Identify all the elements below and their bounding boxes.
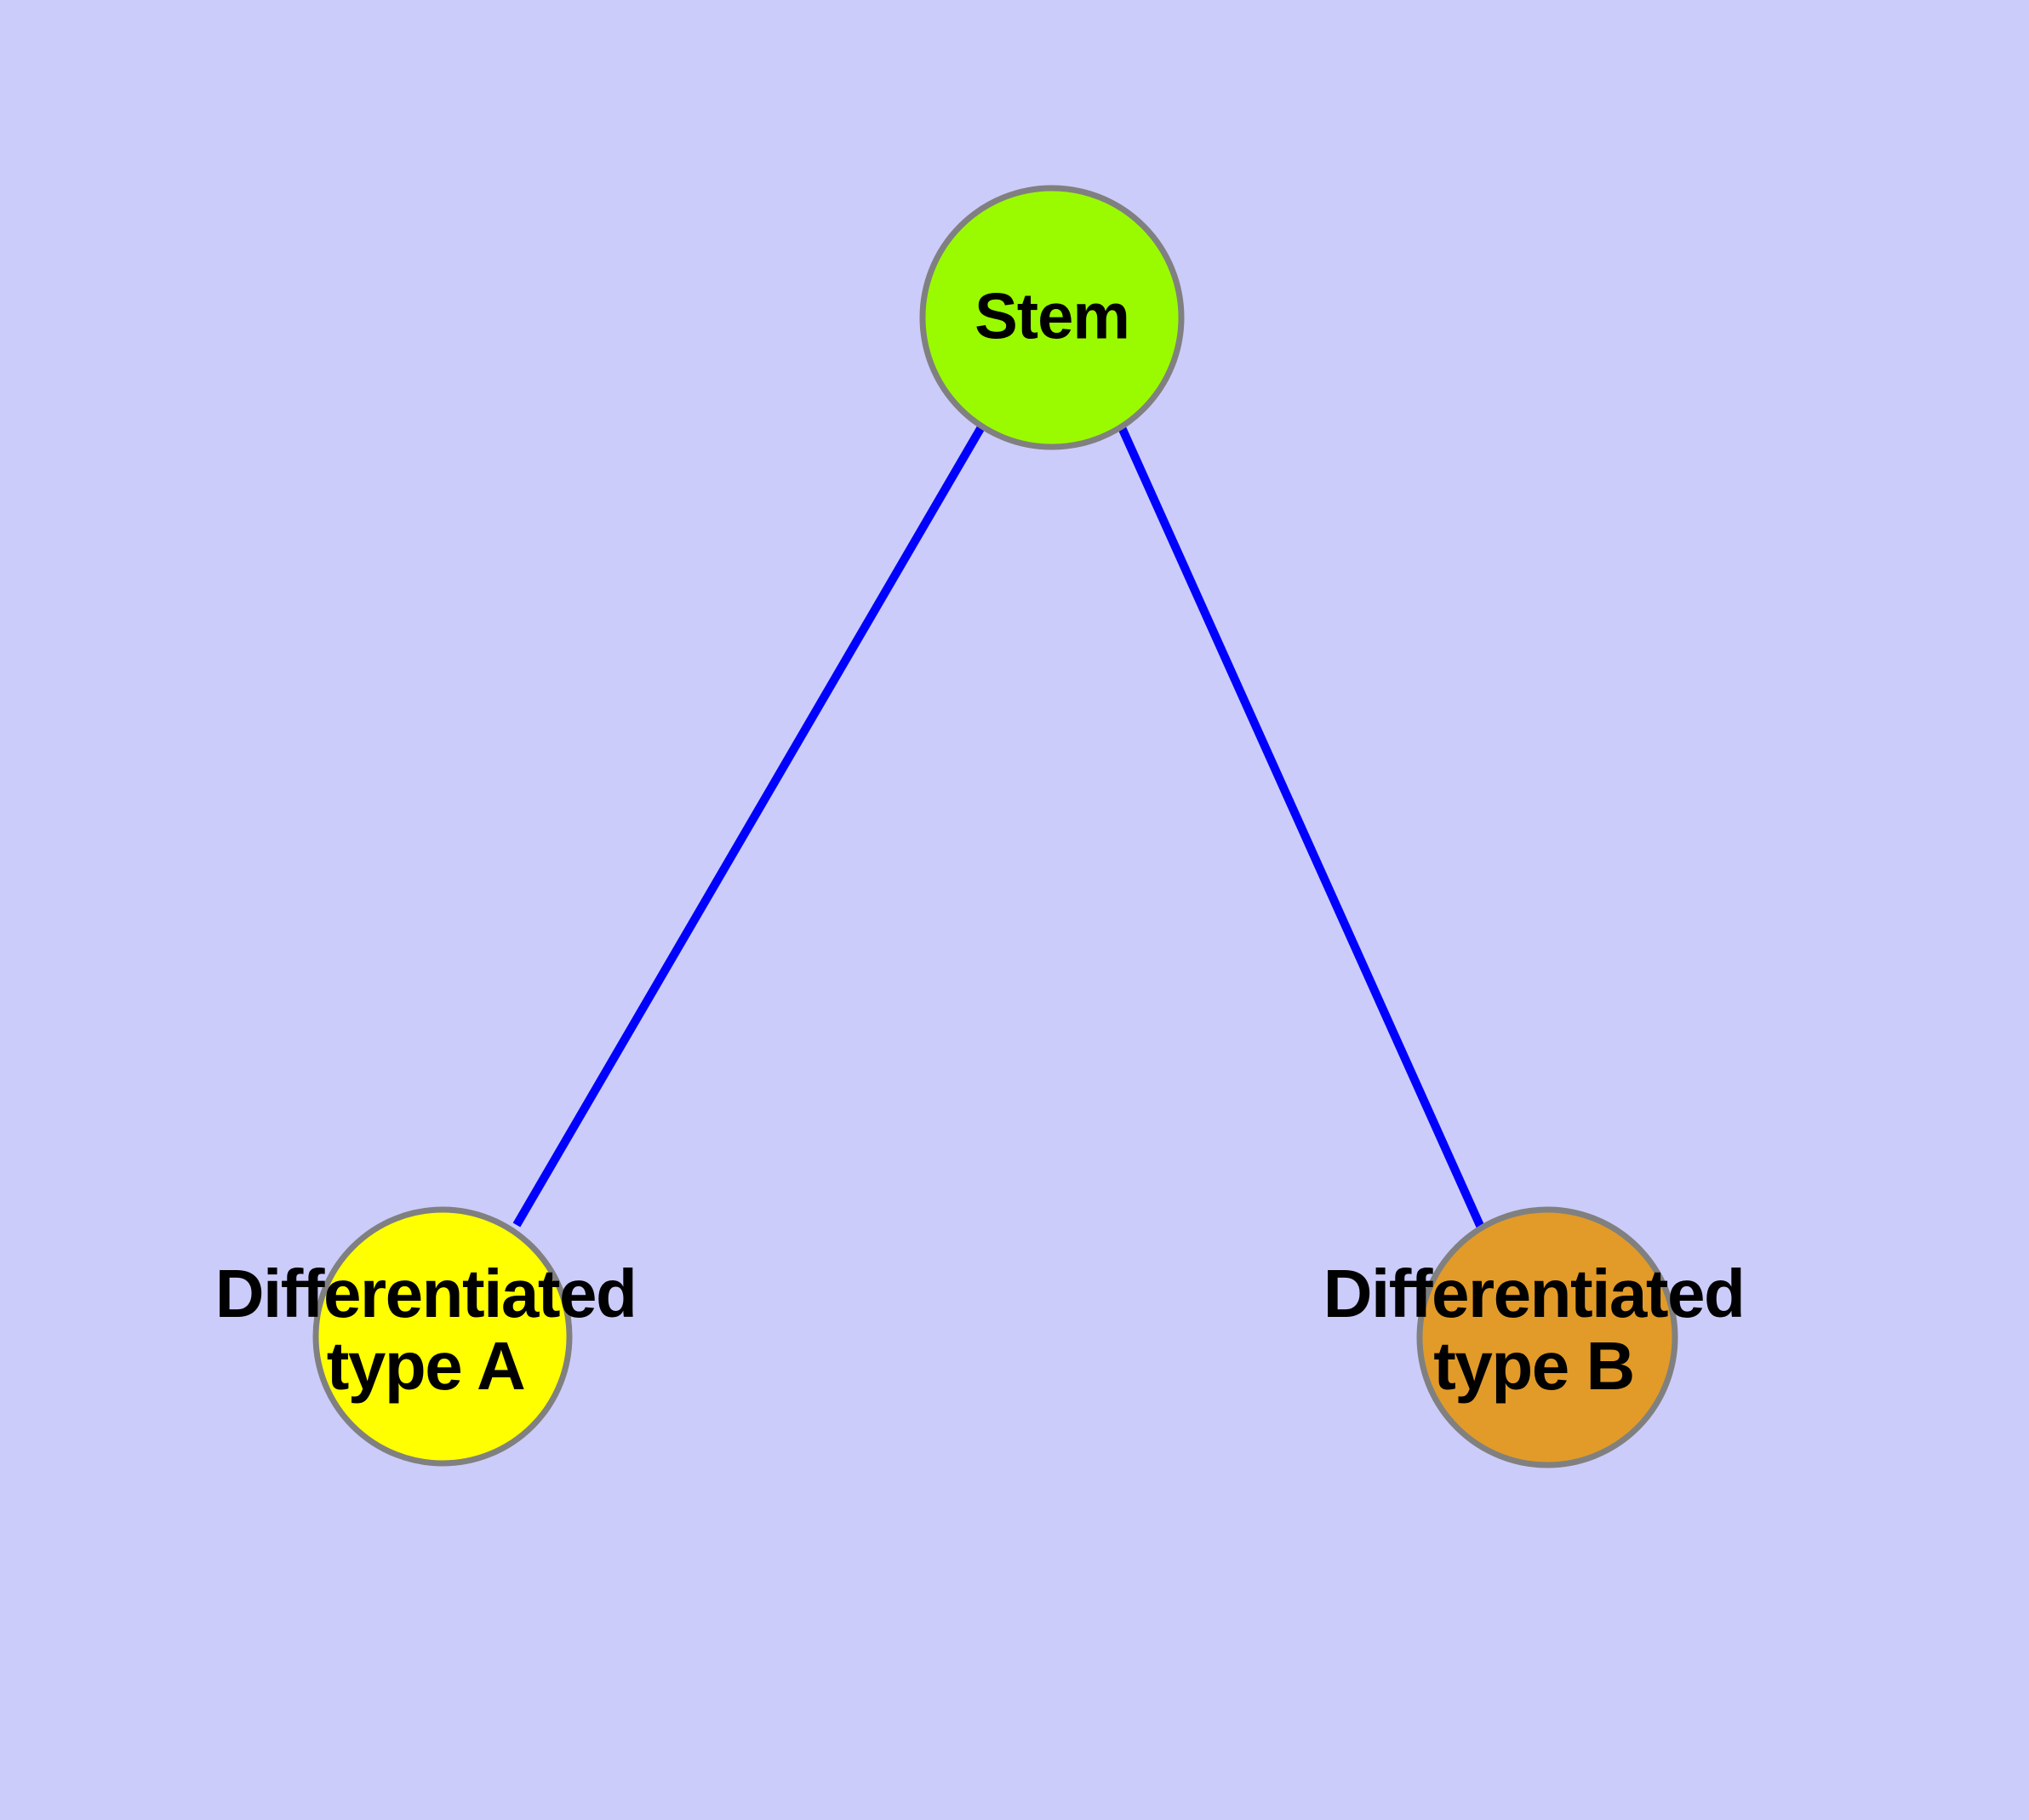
- edge-stem-to-differentiated-type-b[interactable]: [1117, 423, 1485, 1230]
- edge-layer: [512, 423, 1485, 1230]
- node-differentiated-type-a[interactable]: [312, 1206, 573, 1467]
- node-layer: [312, 185, 1678, 1468]
- node-stem[interactable]: [919, 185, 1185, 450]
- node-differentiated-type-b[interactable]: [1416, 1206, 1678, 1468]
- edge-stem-to-differentiated-type-a[interactable]: [512, 423, 986, 1228]
